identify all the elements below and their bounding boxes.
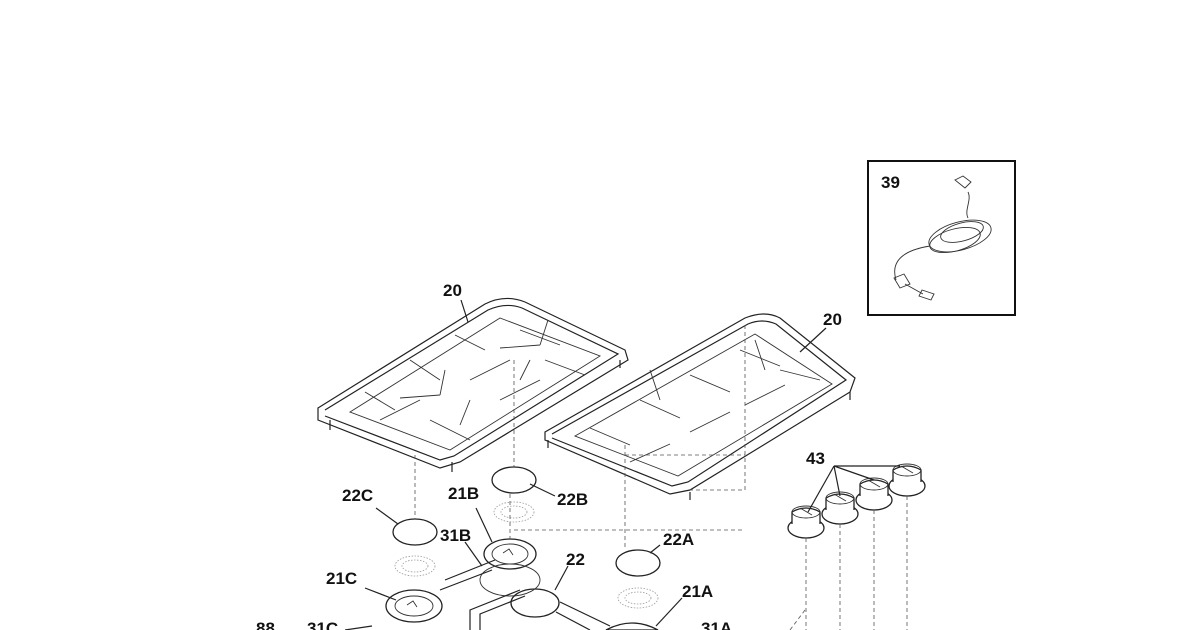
label-88: 88 <box>256 619 275 630</box>
guide-lines <box>414 325 806 630</box>
knob-1 <box>787 505 825 630</box>
knob-2 <box>821 491 859 630</box>
head-21c <box>385 589 443 623</box>
label-21c: 21C <box>326 569 357 588</box>
knob-4 <box>888 463 926 630</box>
cap-22c <box>392 518 438 546</box>
cap-22a <box>615 549 661 577</box>
burner-heads <box>385 538 659 630</box>
label-22a: 22A <box>663 530 694 549</box>
burner-caps <box>392 466 661 618</box>
label-21b: 21B <box>448 484 479 503</box>
leader-lines <box>344 299 900 630</box>
flame-spreaders <box>394 501 659 609</box>
label-22c: 22C <box>342 486 373 505</box>
label-39: 39 <box>881 173 900 192</box>
label-20-left: 20 <box>443 281 462 300</box>
label-43: 43 <box>806 449 825 468</box>
label-21a: 21A <box>682 582 713 601</box>
knob-3 <box>855 477 893 630</box>
label-31a: 31A <box>701 619 732 630</box>
control-knobs <box>787 463 926 630</box>
cap-22b <box>491 466 537 494</box>
label-20-right: 20 <box>823 310 842 329</box>
cap-22 <box>510 588 560 618</box>
label-31c: 31C <box>307 619 338 630</box>
label-22b: 22B <box>557 490 588 509</box>
grate-right <box>544 313 856 500</box>
callout-labels: 20 20 39 43 22C 22B 22A 22 21B 21C 21A 3… <box>256 173 900 630</box>
cooktop-pan <box>439 559 611 630</box>
power-cord-illustration <box>893 175 992 301</box>
label-22: 22 <box>566 550 585 569</box>
grate-left <box>317 297 629 472</box>
power-cord-inset <box>867 160 1016 316</box>
label-31b: 31B <box>440 526 471 545</box>
